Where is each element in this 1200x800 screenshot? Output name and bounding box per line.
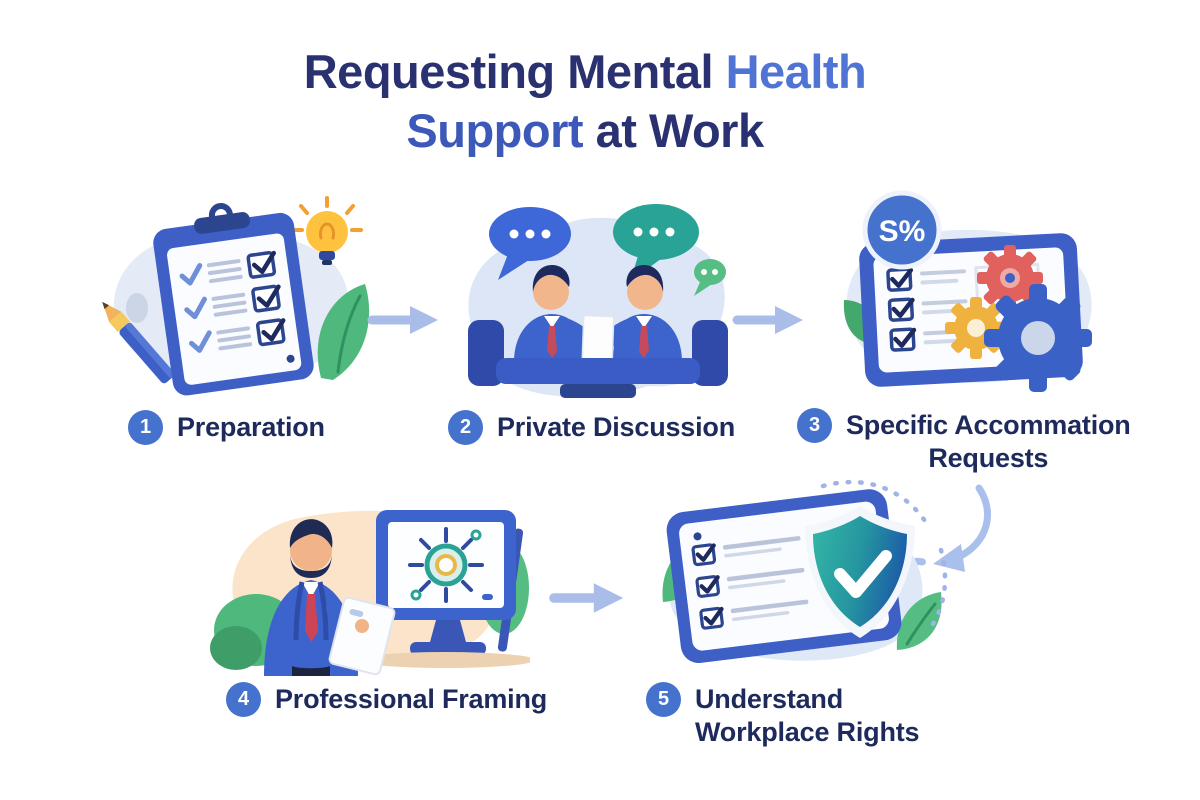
step-4-label: 4 Professional Framing: [226, 682, 547, 717]
step-3-label-line2: Requests: [928, 443, 1049, 473]
right-arrow-icon: [732, 306, 803, 334]
badge-circle-icon: S%: [862, 190, 942, 270]
step-3-label-line1: Specific Accommation: [846, 410, 1131, 440]
arrow-step4-to-step5: [540, 577, 635, 619]
step-3-label-text: Specific Accommation Requests: [846, 409, 1131, 475]
document-shield-icon: [662, 479, 948, 664]
speech-bubble-left-icon: [489, 207, 571, 280]
right-arrow-icon: [549, 583, 624, 613]
bush-icon: [210, 626, 262, 670]
leaf-icon: [317, 284, 370, 380]
step-3-number-badge: 3: [797, 408, 832, 443]
step-4-label-text: Professional Framing: [275, 684, 548, 714]
step-2-label-text: Private Discussion: [497, 412, 736, 442]
clipboard-checklist-icon: [102, 196, 370, 396]
step-2-label: 2 Private Discussion: [448, 410, 735, 445]
document-gears-icon: S%: [843, 190, 1092, 392]
step-1-label-text: Preparation: [177, 412, 325, 442]
preparation-illustration: [95, 190, 370, 398]
speech-bubble-small-icon: [694, 259, 726, 296]
clipboard-icon: [153, 203, 314, 396]
step-5-label-line2: Workplace Rights: [695, 717, 920, 747]
arrow-step1-to-step2: [366, 300, 442, 340]
step-1-label: 1 Preparation: [128, 410, 325, 445]
page-title: Requesting Mental Health Support at Work: [0, 42, 1170, 160]
presenter-person: [264, 519, 396, 676]
step-5-number-badge: 5: [646, 682, 681, 717]
title-segment-1: Requesting Mental: [303, 45, 726, 98]
dashed-arc: [926, 547, 948, 633]
two-people-discussion-icon: [468, 204, 728, 398]
step-2-number-badge: 2: [448, 410, 483, 445]
gear-diagram-icon: [408, 527, 484, 603]
dashed-arc: [820, 479, 930, 527]
gear-blue-icon: [984, 284, 1092, 392]
gear-coral-icon: [977, 245, 1043, 311]
private-discussion-illustration: [448, 190, 748, 408]
leaf-icon: [896, 592, 942, 650]
title-segment-4: at Work: [583, 104, 765, 158]
title-segment-2: Health: [725, 45, 867, 98]
step-5-label-text: Understand Workplace Rights: [695, 683, 920, 749]
lightbulb-icon: [291, 196, 363, 265]
step-3-label: 3 Specific Accommation Requests: [797, 408, 1131, 475]
step-1-number-badge: 1: [128, 410, 163, 445]
step-5-label: 5 Understand Workplace Rights: [646, 682, 920, 749]
monitor-icon: [376, 510, 524, 655]
workplace-rights-illustration: [645, 472, 975, 678]
pencil-icon: [102, 301, 175, 384]
svg-text:S%: S%: [879, 215, 926, 248]
presenter-monitor-icon: [210, 510, 530, 676]
person-left: [514, 265, 597, 362]
step-4-number-badge: 4: [226, 682, 261, 717]
shield-checkmark-icon: [805, 506, 915, 638]
title-segment-3: Support: [406, 104, 584, 158]
right-arrow-icon: [367, 306, 438, 334]
professional-framing-illustration: [210, 470, 530, 676]
accommodation-requests-illustration: S%: [826, 188, 1128, 404]
step-5-label-line1: Understand: [695, 684, 844, 714]
arrow-step2-to-step3: [731, 300, 807, 340]
